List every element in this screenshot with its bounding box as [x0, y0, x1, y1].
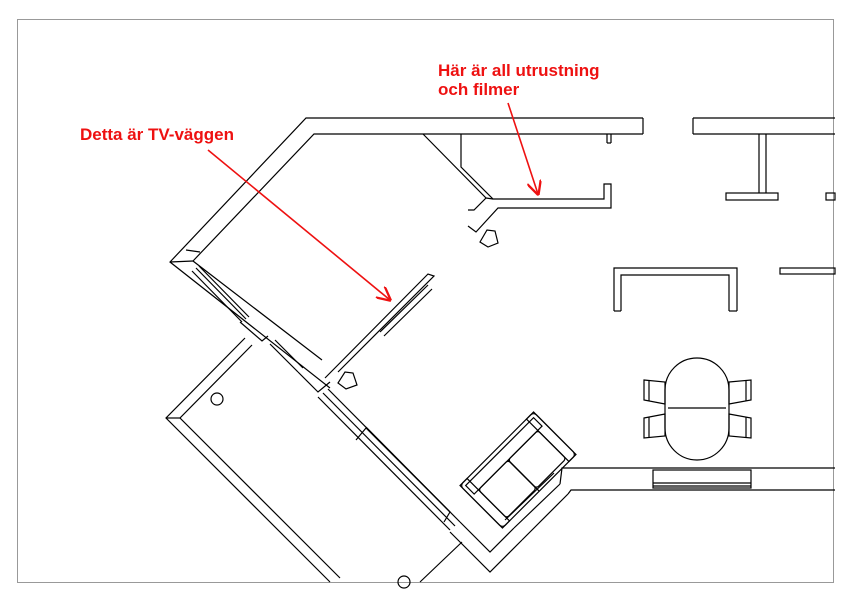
dining-table	[664, 357, 730, 461]
window-west	[191, 265, 250, 323]
lamp-icon	[479, 229, 499, 248]
wall-pier-west	[239, 321, 331, 393]
dining-chair	[643, 379, 666, 405]
dining-chair	[728, 413, 752, 439]
annotation-equipment-line2: och filmer	[438, 80, 520, 99]
annotation-arrows	[207, 102, 538, 300]
outer-wall-northwest	[169, 117, 644, 389]
sofa	[459, 411, 577, 529]
annotation-equipment: Här är all utrustning och filmer	[438, 61, 600, 99]
dining-chair	[643, 413, 666, 439]
arrow-to-equipment	[507, 102, 538, 194]
outer-wall-southwest	[165, 337, 463, 589]
equipment-wall	[422, 133, 612, 233]
tv-wall	[324, 273, 436, 379]
window-south-diagonal	[317, 388, 461, 531]
corner-wall-south	[449, 467, 835, 573]
drawing-frame	[17, 19, 834, 583]
arrow-to-tv-wall	[207, 149, 390, 300]
lamp-icon	[337, 371, 358, 390]
dining-chair	[728, 379, 752, 405]
outer-wall-north-east	[606, 117, 836, 201]
annotation-tv-wall: Detta är TV-väggen	[80, 125, 234, 144]
kitchen-counter	[613, 267, 836, 312]
annotation-equipment-line1: Här är all utrustning	[438, 61, 600, 80]
